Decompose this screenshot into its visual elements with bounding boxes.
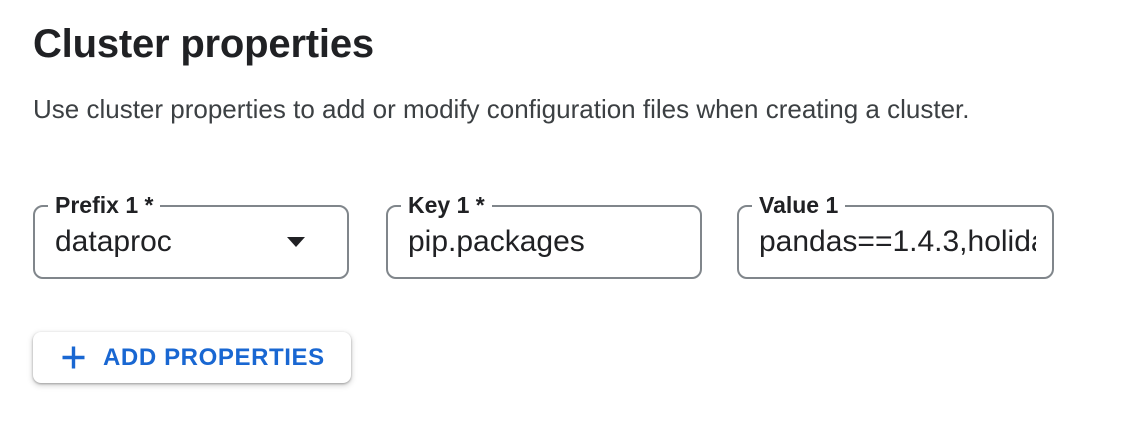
value-input-wrap <box>759 207 1036 277</box>
key-field: Key 1 * <box>386 191 702 279</box>
add-properties-label: ADD PROPERTIES <box>103 343 325 371</box>
page-title: Cluster properties <box>33 22 374 66</box>
key-input[interactable] <box>408 225 684 259</box>
add-properties-button[interactable]: ADD PROPERTIES <box>33 332 351 383</box>
page-description: Use cluster properties to add or modify … <box>33 94 970 124</box>
plus-icon <box>59 343 88 372</box>
value-field: Value 1 <box>737 191 1054 279</box>
prefix-select-field[interactable]: Prefix 1 * dataproc <box>33 191 349 279</box>
prefix-field-label: Prefix 1 * <box>48 191 161 219</box>
key-input-wrap <box>408 207 684 277</box>
prefix-selected-value: dataproc <box>55 225 172 258</box>
arrow-drop-down-icon[interactable] <box>287 237 305 247</box>
value-input[interactable] <box>759 225 1036 259</box>
value-field-label: Value 1 <box>752 191 846 219</box>
prefix-select-control[interactable]: dataproc <box>55 207 305 277</box>
key-field-label: Key 1 * <box>401 191 492 219</box>
